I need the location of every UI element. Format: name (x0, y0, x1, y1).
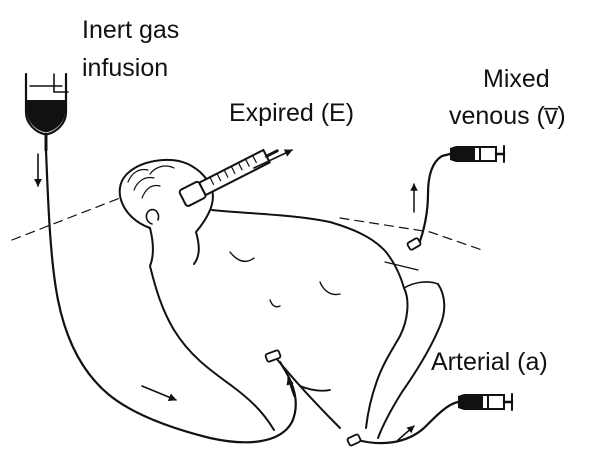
venous-syringe-icon (450, 146, 504, 162)
arterial-label: Arterial (a) (431, 348, 548, 376)
mixed-venous-label-line1: Mixed (483, 65, 550, 93)
infusion-label-line2: infusion (82, 54, 168, 82)
bed (12, 198, 482, 270)
patient-ear (146, 210, 158, 224)
infusion-bag-icon (26, 74, 68, 150)
patient-hair (128, 166, 174, 198)
infusion-tube-arrow (142, 386, 176, 400)
arterial-cannula (347, 434, 361, 446)
venous-catheter-line (418, 154, 450, 246)
infusion-label-line1: Inert gas (82, 16, 179, 44)
arterial-catheter-line (358, 402, 458, 443)
mixed-venous-label-line2: venous (v̅) (449, 102, 566, 130)
patient-torso (212, 210, 404, 288)
arterial-syringe-icon (458, 394, 512, 410)
expired-label: Expired (E) (229, 99, 354, 127)
venous-cannula (407, 238, 421, 251)
patient-arm (366, 288, 407, 428)
expired-syringe-icon (179, 143, 282, 207)
